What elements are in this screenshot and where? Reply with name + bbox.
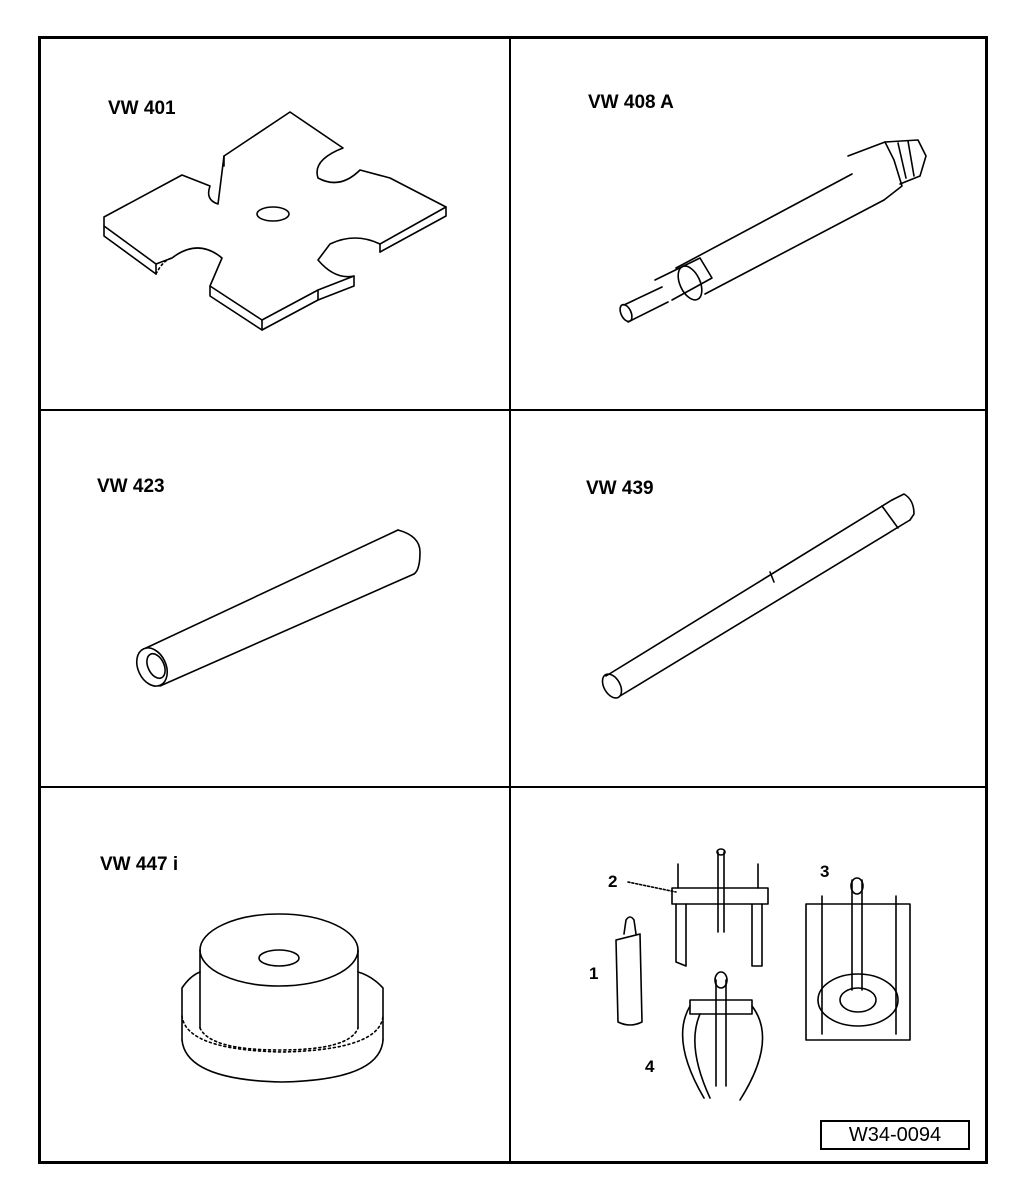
disc-tool-illustration (182, 914, 383, 1082)
tool-label-vw-401: VW 401 (108, 98, 176, 119)
puller-item-number-2: 2 (608, 872, 618, 891)
diagram-frame (38, 36, 988, 1164)
tube-tool-illustration (131, 530, 420, 691)
tool-label-vw-423: VW 423 (97, 476, 165, 497)
puller-set-illustration (616, 849, 910, 1100)
grid-divider-vertical (509, 38, 511, 1162)
tool-label-vw-408a: VW 408 A (588, 92, 674, 113)
mandrel-tool-illustration (618, 140, 926, 323)
grid-divider-row-1 (40, 409, 986, 411)
figure-number: W34-0094 (820, 1120, 970, 1150)
tool-label-vw-447i: VW 447 i (100, 854, 179, 875)
puller-item-number-3: 3 (820, 862, 830, 881)
drift-tool-illustration (599, 494, 914, 701)
grid-divider-row-2 (40, 786, 986, 788)
tool-label-vw-439: VW 439 (586, 478, 654, 499)
puller-item-number-4: 4 (645, 1057, 655, 1076)
puller-item-number-1: 1 (589, 964, 599, 983)
plate-tool-illustration (104, 112, 446, 330)
